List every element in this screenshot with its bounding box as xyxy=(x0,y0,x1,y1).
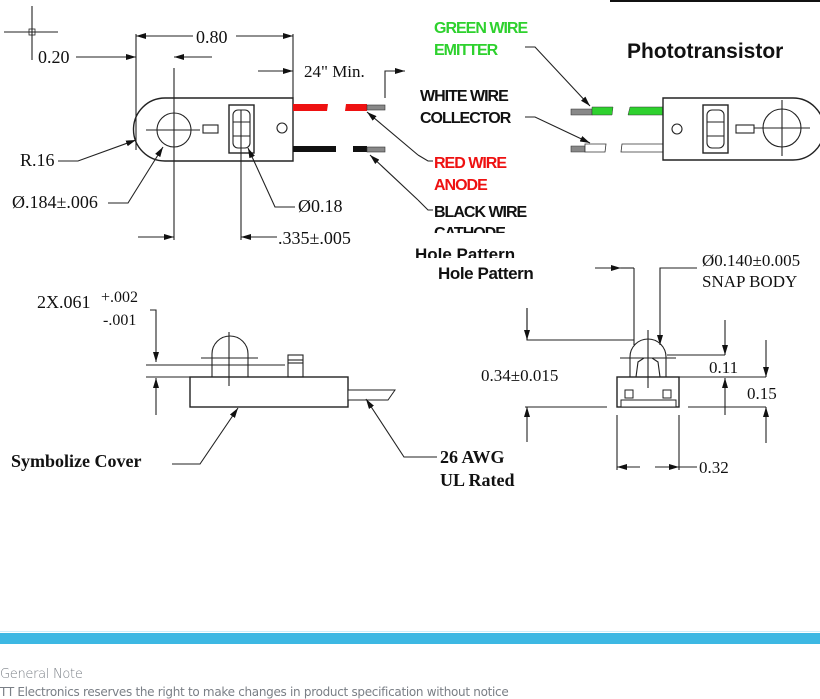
dim-mount-hole: Ø.184±.006 xyxy=(12,146,164,212)
cathode-label: CATHODE xyxy=(434,225,506,242)
phototransistor-top-view xyxy=(570,97,820,161)
radius-label: R.16 xyxy=(20,150,55,170)
anode-label: ANODE xyxy=(434,177,488,194)
snap-body-dia-label: Ø0.140±0.005 xyxy=(702,251,800,270)
origin-crosshair-icon xyxy=(4,6,58,60)
side-view: 2X.061 +.002 -.001 Symbolize Cover 26 AW… xyxy=(11,289,515,490)
green-wire-end xyxy=(591,106,614,116)
height-034-label: 0.34±0.015 xyxy=(481,366,558,385)
dim-radius: R.16 xyxy=(20,139,137,170)
general-note-title: General Note xyxy=(0,667,83,682)
dim-lens-offset: .335±.005 xyxy=(138,228,351,248)
dim-020-label: 0.20 xyxy=(38,47,70,67)
thickness-plus-label: +.002 xyxy=(101,289,138,306)
emitter-label: EMITTER xyxy=(434,42,499,59)
thickness-label: 2X.061 xyxy=(37,292,91,312)
wire-length-label: 24" Min. xyxy=(304,62,365,81)
snap-body-label: SNAP BODY xyxy=(702,272,797,291)
height-015-label: 0.15 xyxy=(747,384,777,403)
thickness-minus-label: -.001 xyxy=(103,312,136,329)
height-011-label: 0.11 xyxy=(709,358,738,377)
collector-label: COLLECTOR xyxy=(420,110,512,127)
cathode-clip: CATHODE xyxy=(434,225,507,242)
red-wire xyxy=(293,104,328,111)
end-view: Ø0.140±0.005 SNAP BODY 0.34±0.015 0.11 0… xyxy=(481,251,800,477)
ul-rated-label: UL Rated xyxy=(440,470,515,490)
technical-drawing: 0.80 0.20 24" Min. R.16 Ø.184±.006 Ø0.18… xyxy=(4,0,820,490)
dim-080-label: 0.80 xyxy=(196,27,228,47)
green-wire xyxy=(627,106,664,116)
white-wire xyxy=(620,143,664,153)
symbolize-cover-label: Symbolize Cover xyxy=(11,451,141,471)
wire-labels-left: RED WIRE ANODE BLACK WIRE xyxy=(366,111,529,221)
lens-offset-label: .335±.005 xyxy=(278,228,351,248)
awg-label: 26 AWG xyxy=(440,447,505,467)
divider-highlight xyxy=(0,631,820,632)
dim-080: 0.80 xyxy=(136,27,293,47)
black-wire xyxy=(293,146,336,152)
lens-label: Ø0.18 xyxy=(298,196,343,216)
black-wire-label: BLACK WIRE xyxy=(434,204,528,221)
white-wire-label: WHITE WIRE xyxy=(420,88,509,105)
width-032-label: 0.32 xyxy=(699,458,729,477)
led-top-view xyxy=(132,34,294,240)
mount-hole-label: Ø.184±.006 xyxy=(12,192,98,212)
hole-pattern-clip: Hole Pattern xyxy=(415,245,515,264)
white-wire-end xyxy=(584,143,607,153)
hole-pattern-label: Hole Pattern xyxy=(438,264,533,283)
dim-020: 0.20 xyxy=(38,47,212,67)
page-title: Phototransistor xyxy=(627,40,783,63)
red-wire-label: RED WIRE xyxy=(434,155,507,172)
green-wire-label: GREEN WIRE xyxy=(434,20,528,37)
dim-wire-length: 24" Min. xyxy=(258,62,405,98)
dim-lens: Ø0.18 xyxy=(247,147,343,216)
general-note-text: TT Electronics reserves the right to mak… xyxy=(0,685,509,699)
accent-bar xyxy=(0,633,820,644)
red-wire-end xyxy=(345,104,367,111)
led-wires xyxy=(293,104,386,153)
hole-pattern-clipped-label: Hole Pattern xyxy=(415,245,515,264)
black-wire-end xyxy=(353,146,367,152)
